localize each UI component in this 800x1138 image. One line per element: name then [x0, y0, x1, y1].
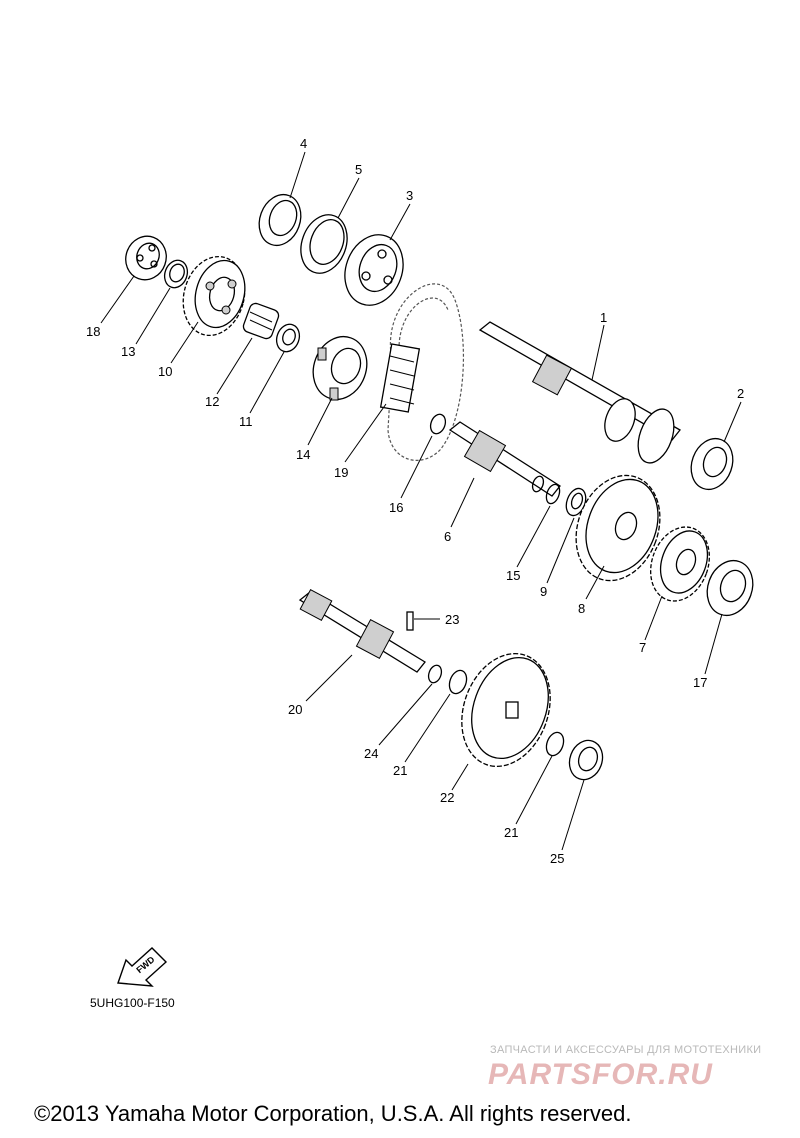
watermark-logo: PARTSFOR.RU [488, 1058, 713, 1091]
callout-6: 6 [444, 529, 451, 544]
part-21-circlip-lower [545, 731, 565, 757]
callout-15: 15 [506, 568, 520, 583]
callout-3: 3 [406, 188, 413, 203]
callout-24: 24 [364, 746, 378, 761]
callout-21-lower: 21 [504, 825, 518, 840]
copyright-notice: ©2013 Yamaha Motor Corporation, U.S.A. A… [34, 1101, 632, 1126]
part-25-bearing [568, 739, 604, 781]
part-24-collar [427, 664, 443, 684]
fwd-arrow-icon: FWD [117, 947, 168, 987]
callout-25: 25 [550, 851, 564, 866]
part-19-chain [379, 283, 465, 461]
part-21-circlip-upper [448, 669, 468, 695]
callout-7: 7 [639, 640, 646, 655]
callout-2: 2 [737, 386, 744, 401]
part-15-circlip [545, 483, 561, 505]
callout-11: 11 [239, 414, 253, 429]
part-5-seal [300, 214, 348, 274]
part-7-gear [650, 526, 710, 602]
part-13-washer [163, 259, 189, 289]
part-8-gear [575, 474, 661, 582]
callout-14: 14 [296, 447, 310, 462]
drawing-code: 5UHG100-F150 [90, 996, 175, 1010]
callout-20: 20 [288, 702, 302, 717]
callout-1: 1 [600, 310, 607, 325]
part-2-bearing [690, 437, 734, 491]
part-1-main-shaft [478, 321, 681, 464]
callout-9: 9 [540, 584, 547, 599]
part-20-shaft [298, 588, 426, 673]
part-12-needle-bearing [242, 302, 280, 340]
callout-16: 16 [389, 500, 403, 515]
part-4-oil-seal [258, 193, 302, 247]
leader-lines [100, 151, 742, 851]
part-3-bearing [344, 234, 404, 306]
part-22-gear [461, 652, 551, 768]
callout-5: 5 [355, 162, 362, 177]
part-10-gear [182, 255, 246, 337]
callout-18: 18 [86, 324, 100, 339]
callout-13: 13 [121, 344, 135, 359]
watermark-tagline: ЗАПЧАСТИ И АКСЕССУАРЫ ДЛЯ МОТОТЕХНИКИ [490, 1044, 762, 1056]
callout-19: 19 [334, 465, 348, 480]
part-18-bearing [125, 235, 167, 281]
part-16-circlip [429, 413, 447, 435]
part-14-dog-clutch [312, 335, 368, 401]
callout-4: 4 [300, 136, 307, 151]
callout-8: 8 [578, 601, 585, 616]
callout-17: 17 [693, 675, 707, 690]
part-11-washer [275, 323, 301, 353]
callout-21-upper: 21 [393, 763, 407, 778]
part-23-pin [406, 611, 414, 631]
callout-10: 10 [158, 364, 172, 379]
part-17-bearing [706, 559, 754, 617]
part-6-shaft [448, 421, 561, 497]
callout-23: 23 [445, 612, 459, 627]
callout-12: 12 [205, 394, 219, 409]
callout-22: 22 [440, 790, 454, 805]
